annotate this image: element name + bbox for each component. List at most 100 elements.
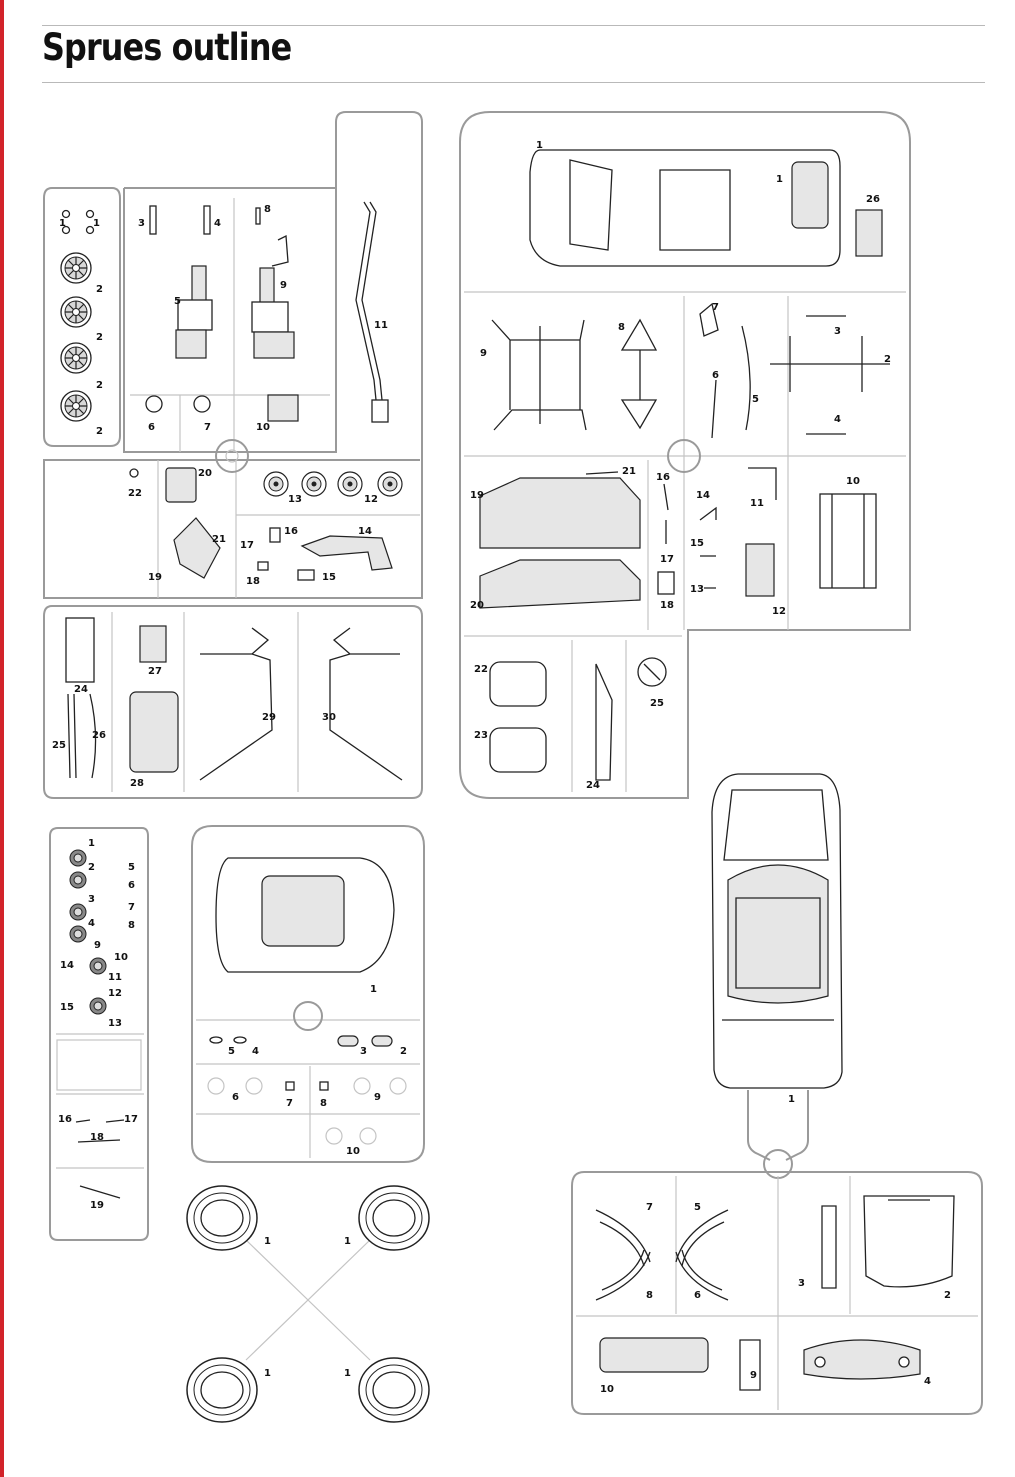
sprue-clear-windows — [191, 825, 425, 1163]
label: 3 — [138, 218, 145, 229]
label: 5 — [752, 394, 759, 405]
label: 10 — [346, 1146, 360, 1157]
label: 9 — [750, 1370, 757, 1381]
label: 24 — [586, 780, 600, 791]
label: 3 — [834, 326, 841, 337]
label: 1 — [344, 1236, 351, 1247]
label: 16 — [656, 472, 670, 483]
label: 28 — [130, 778, 144, 789]
label: 14 — [358, 526, 372, 537]
label: 26 — [92, 730, 106, 741]
label: 16 — [58, 1114, 72, 1125]
label: 13 — [690, 584, 704, 595]
label: 1 — [344, 1368, 351, 1379]
label: 9 — [280, 280, 287, 291]
label: 26 — [866, 194, 880, 205]
label: 15 — [322, 572, 336, 583]
label: 6 — [232, 1092, 239, 1103]
label: 15 — [60, 1002, 74, 1013]
label: 3 — [798, 1278, 805, 1289]
title-underline — [42, 82, 985, 83]
label: 1 — [93, 218, 100, 229]
sprue-chassis — [459, 111, 911, 799]
label: 8 — [618, 322, 625, 333]
label: 23 — [474, 730, 488, 741]
label: 1 — [536, 140, 543, 151]
label: 11 — [750, 498, 764, 509]
top-rule — [42, 25, 985, 26]
label: 14 — [60, 960, 74, 971]
label: 11 — [108, 972, 122, 983]
label: 18 — [660, 600, 674, 611]
label: 4 — [252, 1046, 259, 1057]
label: 8 — [646, 1290, 653, 1301]
label: 8 — [264, 204, 271, 215]
label: 27 — [148, 666, 162, 677]
label: 3 — [88, 894, 95, 905]
label: 16 — [284, 526, 298, 537]
label: 6 — [694, 1290, 701, 1301]
label: 22 — [474, 664, 488, 675]
label: 20 — [470, 600, 484, 611]
label: 21 — [212, 534, 226, 545]
label: 5 — [128, 862, 135, 873]
label: 6 — [148, 422, 155, 433]
label: 7 — [712, 302, 719, 313]
label: 11 — [374, 320, 388, 331]
label: 1 — [370, 984, 377, 995]
label: 3 — [360, 1046, 367, 1057]
label: 2 — [96, 426, 103, 437]
label: 9 — [374, 1092, 381, 1103]
label: 4 — [214, 218, 221, 229]
label: 15 — [690, 538, 704, 549]
label: 18 — [90, 1132, 104, 1143]
label: 8 — [128, 920, 135, 931]
label: 1 — [788, 1094, 795, 1105]
label: 7 — [286, 1098, 293, 1109]
label: 6 — [712, 370, 719, 381]
label: 2 — [88, 862, 95, 873]
label: 22 — [128, 488, 142, 499]
label: 19 — [148, 572, 162, 583]
label: 2 — [96, 284, 103, 295]
label: 21 — [622, 466, 636, 477]
sprue-body — [571, 773, 983, 1415]
label: 24 — [74, 684, 88, 695]
label: 25 — [650, 698, 664, 709]
label: 4 — [924, 1376, 931, 1387]
label: 2 — [96, 380, 103, 391]
label: 4 — [88, 918, 95, 929]
label: 2 — [96, 332, 103, 343]
label: 18 — [246, 576, 260, 587]
label: 7 — [204, 422, 211, 433]
label: 30 — [322, 712, 336, 723]
label: 12 — [108, 988, 122, 999]
label: 2 — [400, 1046, 407, 1057]
label: 19 — [90, 1200, 104, 1211]
label: 17 — [240, 540, 254, 551]
label: 12 — [772, 606, 786, 617]
label: 9 — [94, 940, 101, 951]
label: 13 — [108, 1018, 122, 1029]
label: 19 — [470, 490, 484, 501]
label: 8 — [320, 1098, 327, 1109]
label: 2 — [884, 354, 891, 365]
label: 10 — [114, 952, 128, 963]
label: 7 — [646, 1202, 653, 1213]
label: 10 — [600, 1384, 614, 1395]
label: 1 — [59, 218, 66, 229]
label: 2 — [944, 1290, 951, 1301]
sprue-clear-small — [49, 827, 149, 1241]
label: 10 — [256, 422, 270, 433]
label: 5 — [174, 296, 181, 307]
label: 1 — [88, 838, 95, 849]
label: 25 — [52, 740, 66, 751]
label: 12 — [364, 494, 378, 505]
label: 4 — [834, 414, 841, 425]
label: 17 — [124, 1114, 138, 1125]
label: 1 — [776, 174, 783, 185]
sprue-tyres — [186, 1185, 430, 1423]
label: 9 — [480, 348, 487, 359]
red-page-edge — [0, 0, 4, 1477]
